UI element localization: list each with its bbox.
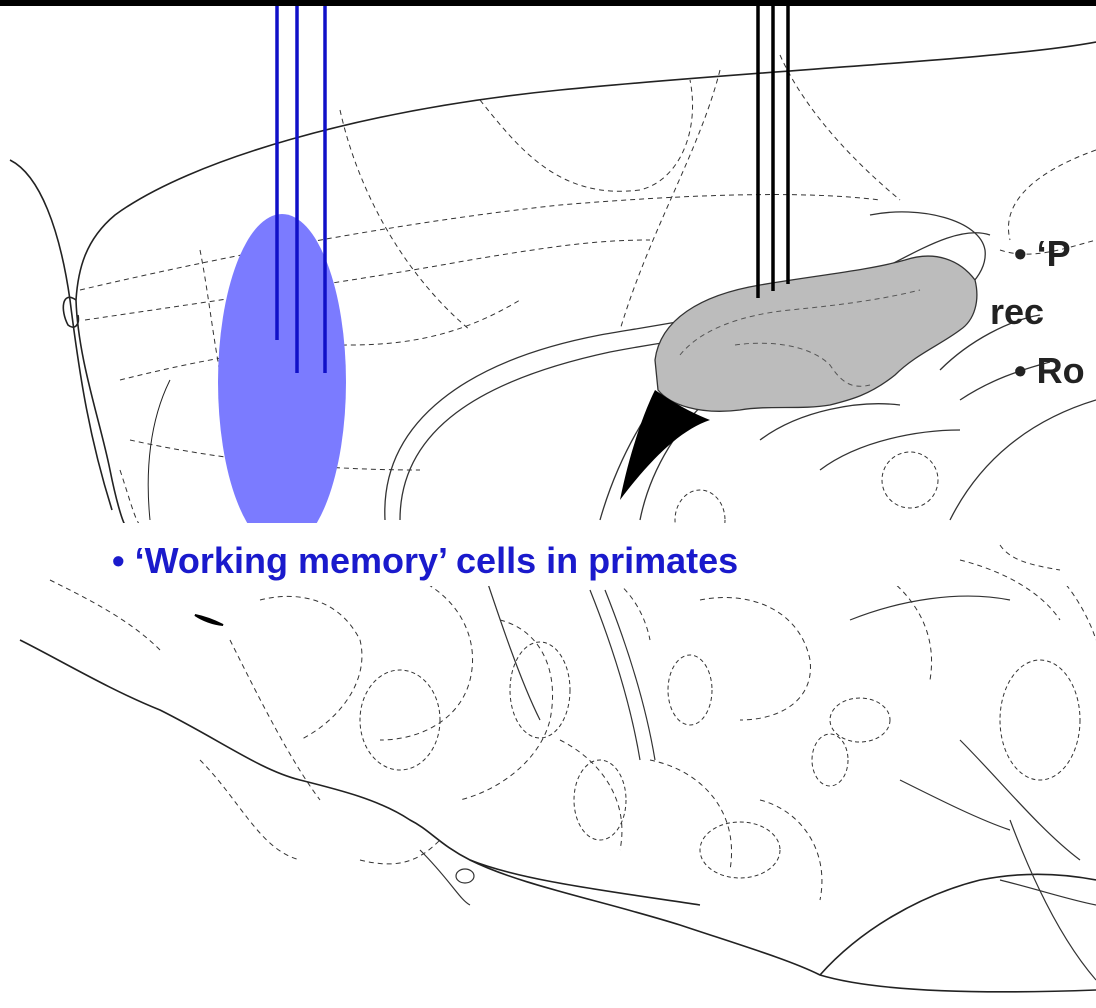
top-border-overlay <box>0 0 1096 6</box>
olfactory-mark <box>195 615 223 625</box>
region-boundaries <box>50 55 1096 900</box>
pfc-highlight <box>218 214 346 550</box>
brain-outline <box>10 42 1096 992</box>
hippocampus <box>655 256 977 411</box>
place-cell-label-line1: • ‘P <box>1014 236 1071 272</box>
fiber-tracts <box>420 560 1096 980</box>
working-memory-label: • ‘Working memory’ cells in primates <box>112 543 738 579</box>
nuclei <box>360 452 1080 878</box>
black-electrodes <box>758 0 788 298</box>
place-cell-label-line3: • Ro <box>1014 353 1085 389</box>
place-cell-label-line2: rec <box>990 294 1044 330</box>
